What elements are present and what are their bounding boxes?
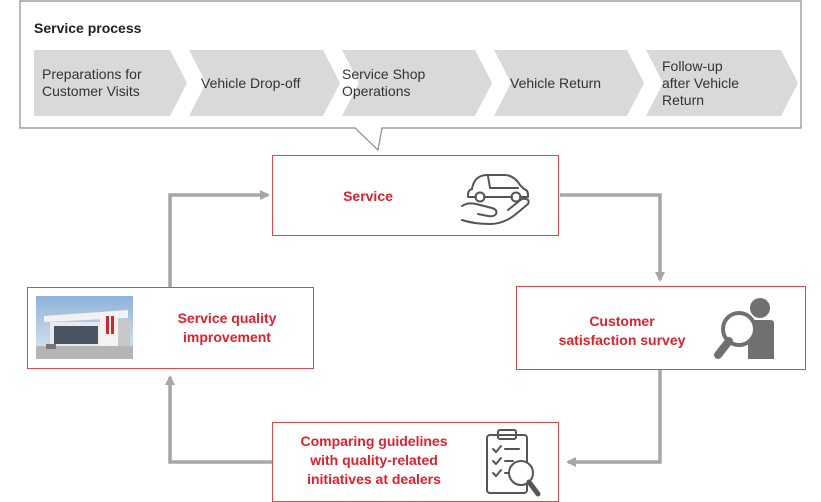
service-box: Service — [272, 155, 559, 236]
improvement-label-line1: Service quality — [177, 310, 277, 326]
person-magnifier-icon — [714, 298, 774, 359]
comparing-box: Comparing guidelines with quality-relate… — [272, 422, 559, 502]
survey-label-line2: satisfaction survey — [558, 332, 686, 348]
survey-label: Customer satisfaction survey — [537, 312, 707, 350]
survey-label-line1: Customer — [589, 313, 655, 329]
car-hand-icon — [461, 174, 530, 225]
step-label: Vehicle Return — [510, 74, 602, 91]
step-label: Return — [662, 91, 705, 108]
checklist-magnifier-icon — [486, 429, 541, 497]
service-label: Service — [343, 188, 393, 204]
step-label: Operations — [342, 83, 411, 99]
survey-box: Customer satisfaction survey — [516, 286, 806, 370]
comparing-label-line3: initiatives at dealers — [307, 471, 441, 487]
dealer-photo — [36, 296, 133, 359]
step-label: after Vehicle — [662, 74, 740, 91]
comparing-label-line1: Comparing guidelines — [300, 433, 448, 449]
comparing-label: Comparing guidelines with quality-relate… — [277, 432, 471, 489]
step-label: Follow-up — [662, 57, 723, 74]
comparing-label-line2: with quality-related — [310, 452, 438, 468]
improvement-label-line2: improvement — [183, 329, 271, 345]
step-label: Customer Visits — [42, 83, 140, 99]
step-label: Preparations for — [42, 66, 142, 82]
process-step-2: Vehicle Drop-off — [189, 50, 340, 116]
step-label: Service Shop — [342, 66, 426, 82]
improvement-label: Service quality improvement — [152, 309, 302, 347]
process-step-4: Vehicle Return — [494, 50, 644, 116]
step-label: Vehicle Drop-off — [201, 74, 301, 91]
process-title: Service process — [34, 20, 142, 36]
